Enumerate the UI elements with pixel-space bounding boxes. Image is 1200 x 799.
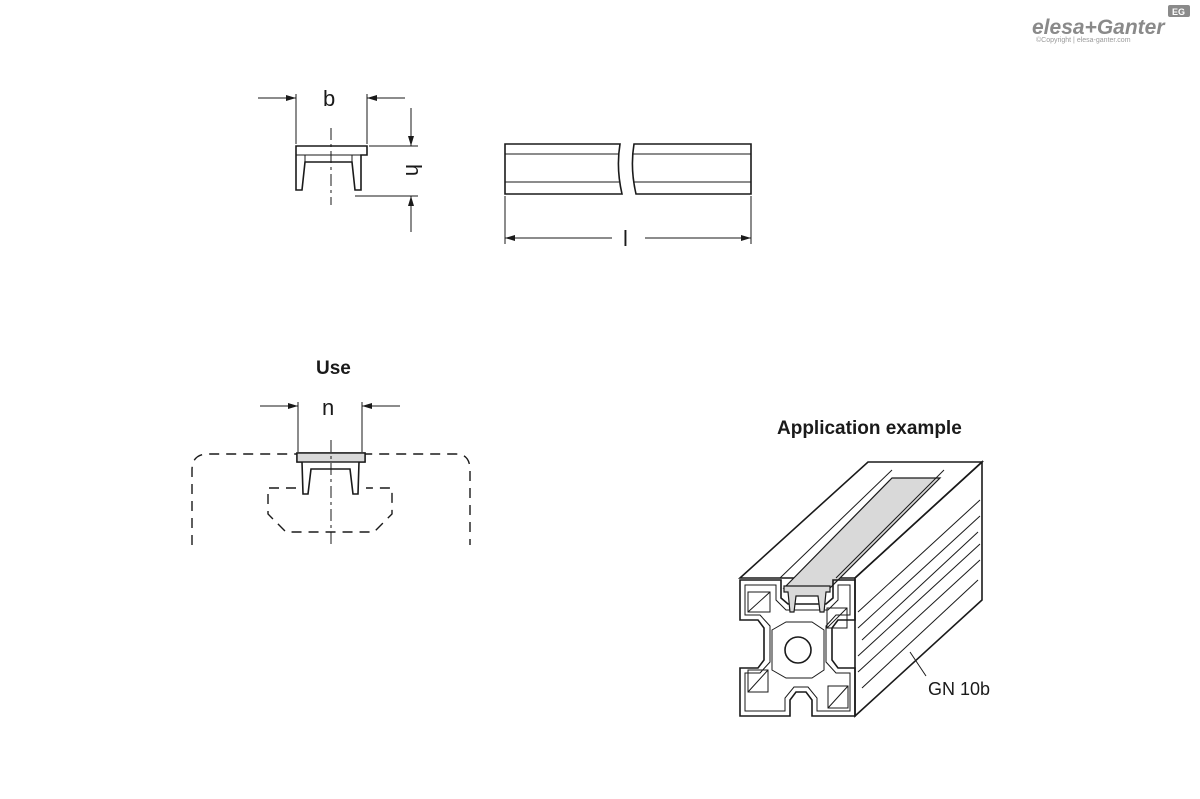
brand-badge-icon xyxy=(1168,5,1190,17)
dimension-label-h: h xyxy=(401,164,426,176)
brand-name: elesa+Ganter xyxy=(1032,16,1166,39)
callout-leader xyxy=(909,651,927,677)
dimension-label-b: b xyxy=(323,86,335,111)
dimension-label-l: l xyxy=(623,226,628,251)
corner-cavity-bottom-left xyxy=(747,669,769,693)
length-view: l xyxy=(504,143,752,251)
use-title: Use xyxy=(316,358,351,379)
brand-badge-text: EG xyxy=(1172,7,1185,17)
corner-cavity-top-right xyxy=(826,607,848,629)
callout-label: GN 10b xyxy=(928,679,990,699)
brand-copyright: ©Copyright | elesa-ganter.com xyxy=(1036,36,1131,44)
extrusion-front-face xyxy=(739,579,856,717)
brand-logo: elesa+Ganter ©Copyright | elesa-ganter.c… xyxy=(1032,5,1190,44)
corner-cavity-bottom-right xyxy=(827,685,849,709)
dimension-label-n: n xyxy=(322,395,334,420)
cover-profile xyxy=(295,145,368,191)
cover-in-slot xyxy=(783,585,831,613)
t-slot-outline xyxy=(267,487,393,533)
center-bore xyxy=(784,636,812,664)
application-title: Application example xyxy=(777,418,962,439)
length-segment-left xyxy=(504,143,624,195)
corner-cavity-top-left xyxy=(747,591,771,613)
cross-section-view: b h xyxy=(258,86,426,232)
application-example: Application example xyxy=(737,418,990,718)
length-segment-right xyxy=(631,143,752,195)
use-section: Use n xyxy=(191,358,471,548)
